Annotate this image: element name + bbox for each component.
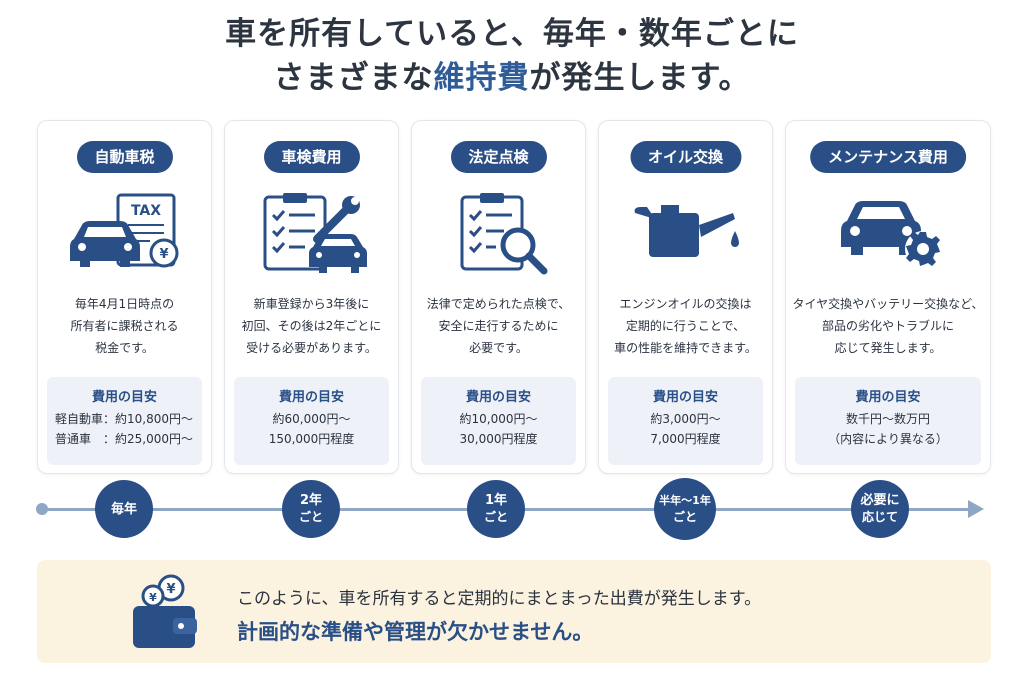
summary-emphasis: 計画的な準備や管理が欠かせません。 [237, 620, 594, 644]
card-label: メンテナンス費用 [810, 141, 966, 173]
cost-estimate-box: 費用の目安 約3,000円〜 7,000円程度 [608, 377, 763, 465]
summary-text: このように、車を所有すると定期的にまとまった出費が発生します。 [237, 589, 762, 609]
headline-line-2-post: が発生します。 [529, 60, 751, 96]
card-description: エンジンオイルの交換は 定期的に行うことで、 車の性能を維持できます。 [614, 297, 757, 355]
checklist-magnifier-icon [460, 193, 547, 275]
cost-line: 30,000円程度 [459, 432, 538, 446]
svg-text:TAX: TAX [130, 203, 160, 219]
svg-text:¥: ¥ [166, 582, 175, 597]
timeline-start-dot [36, 503, 48, 515]
card-label: 法定点検 [450, 141, 547, 173]
headline-accent: 維持費 [433, 60, 530, 96]
svg-text:¥: ¥ [149, 591, 157, 604]
timeline-node-half-year: 半年〜1年 ごと [654, 478, 716, 540]
headline-line-2: さまざまな維持費が発生します。 [0, 56, 1024, 100]
timeline-node-as-needed: 必要に 応じて [851, 480, 909, 538]
cost-estimate-box: 費用の目安 軽自動車：約10,800円〜 普通車 ：約25,000円〜 [47, 377, 202, 465]
headline: 車を所有していると、毎年・数年ごとに さまざまな維持費が発生します。 [0, 12, 1024, 100]
card-legal-inspection: 法定点検 法律で定められた点検で、 安全に走行するために 必要です。 費用の目安 [411, 120, 586, 474]
cost-estimate-box: 費用の目安 約10,000円〜 30,000円程度 [421, 377, 576, 465]
cost-line: 約3,000円〜 [650, 412, 721, 426]
cost-title: 費用の目安 [91, 390, 157, 405]
headline-line-2-pre: さまざまな [273, 60, 434, 96]
cost-title: 費用の目安 [465, 390, 531, 405]
cost-title: 費用の目安 [278, 390, 344, 405]
card-label: 自動車税 [76, 141, 173, 173]
card-description: 毎年4月1日時点の 所有者に課税される 税金です。 [70, 297, 179, 355]
cost-title: 費用の目安 [855, 390, 921, 405]
tax-document-car-icon: TAX ¥ [69, 193, 178, 268]
timeline-node-2-years: 2年 ごと [282, 480, 340, 538]
card-label: オイル交換 [629, 141, 742, 173]
card-description: タイヤ交換やバッテリー交換など、 部品の劣化やトラブルに 応じて発生します。 [792, 297, 984, 355]
cost-line: 数千円〜数万円 [845, 412, 930, 426]
car-gear-icon [841, 201, 941, 267]
cost-line: 約10,000円〜 [459, 412, 538, 426]
oil-can-icon [634, 205, 739, 257]
wallet-coins-icon: ¥ ¥ [133, 574, 197, 648]
cost-line: 普通車 ：約25,000円〜 [55, 432, 193, 446]
cost-line: 約60,000円〜 [272, 412, 351, 426]
card-label: 車検費用 [263, 141, 360, 173]
checklist-wrench-car-icon [263, 193, 367, 273]
cost-estimate-box: 費用の目安 約60,000円〜 150,000円程度 [234, 377, 389, 465]
cost-line: 軽自動車：約10,800円〜 [55, 412, 193, 426]
timeline-node-1-year: 1年 ごと [467, 480, 525, 538]
cost-cards: 自動車税 TAX ¥ 毎年4月1日時点の 所有者に課税される 税金です。 費用の [37, 120, 991, 474]
card-inspection-cost: 車検費用 新車登録から3年後に 初回、その後は2 [224, 120, 399, 474]
headline-line-1: 車を所有していると、毎年・数年ごとに [225, 16, 799, 52]
card-description: 新車登録から3年後に 初回、その後は2年ごとに 受ける必要があります。 [241, 297, 382, 355]
cost-line: （内容により異なる） [828, 432, 948, 446]
card-description: 法律で定められた点検で、 安全に走行するために 必要です。 [426, 297, 571, 355]
card-car-tax: 自動車税 TAX ¥ 毎年4月1日時点の 所有者に課税される 税金です。 費用の [37, 120, 212, 474]
svg-text:¥: ¥ [159, 247, 168, 262]
cost-estimate-box: 費用の目安 数千円〜数万円 （内容により異なる） [795, 377, 981, 465]
timeline-arrow-icon [968, 500, 984, 518]
cost-line: 7,000円程度 [650, 432, 721, 446]
timeline-node-yearly: 毎年 [95, 480, 153, 538]
card-oil-change: オイル交換 エンジンオイルの交換は 定期的に行うことで、 車の性能を維持できます… [598, 120, 773, 474]
cost-title: 費用の目安 [652, 390, 718, 405]
summary-note: ¥ ¥ このように、車を所有すると定期的にまとまった出費が発生します。 計画的な… [37, 560, 991, 663]
frequency-timeline: 毎年 2年 ごと 1年 ごと 半年〜1年 ごと 必要に 応じて [0, 470, 1024, 550]
cost-line: 150,000円程度 [268, 432, 355, 446]
card-maintenance-cost: メンテナンス費用 タイヤ交換やバッテリー交換など、 部品の劣化やトラブルに 応じ… [785, 120, 991, 474]
